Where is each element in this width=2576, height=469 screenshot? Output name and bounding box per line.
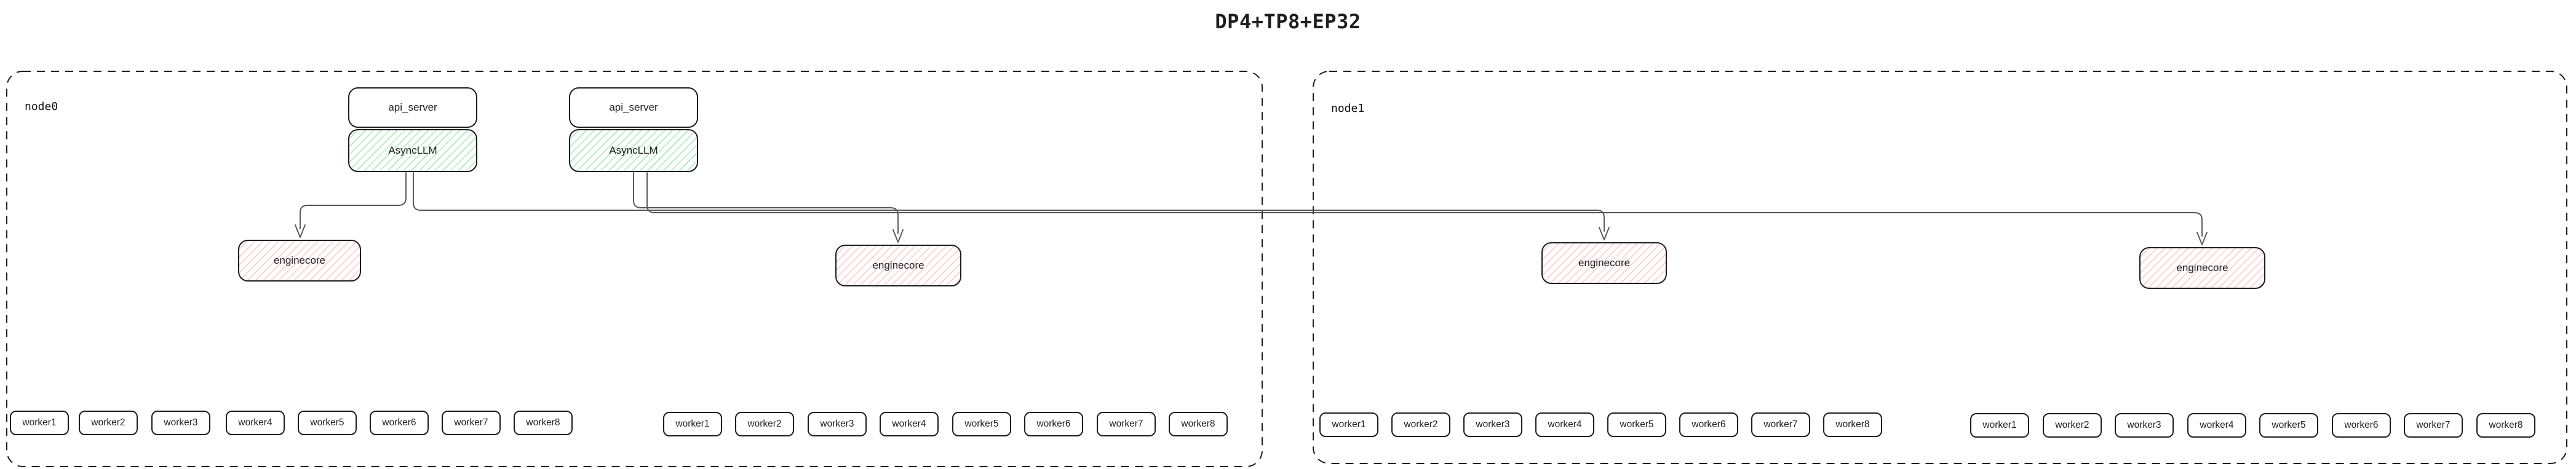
worker-box: worker5 xyxy=(298,411,357,435)
worker-box: worker5 xyxy=(1607,412,1666,437)
worker-box: worker1 xyxy=(663,412,722,436)
connector-asyncllm2-enginecore2 xyxy=(633,172,899,234)
worker-box: worker7 xyxy=(1751,412,1810,437)
worker-box: worker8 xyxy=(1169,412,1228,436)
connector-asyncllm1-enginecore1 xyxy=(300,172,407,229)
arrowhead-enginecore1 xyxy=(295,224,306,238)
arrowhead-enginecore2 xyxy=(892,229,904,243)
arrowhead-enginecore4 xyxy=(2196,232,2208,245)
asyncllm-box-2: AsyncLLM xyxy=(569,129,698,172)
asyncllm-box-1: AsyncLLM xyxy=(348,129,477,172)
worker-box: worker3 xyxy=(808,412,867,436)
worker-box: worker4 xyxy=(2187,413,2246,438)
arrowhead-enginecore3 xyxy=(1599,227,1610,240)
worker-box: worker8 xyxy=(2476,413,2535,438)
worker-box: worker5 xyxy=(952,412,1011,436)
worker-box: worker4 xyxy=(880,412,939,436)
worker-box: worker7 xyxy=(2404,413,2463,438)
worker-box: worker3 xyxy=(2115,413,2174,438)
worker-box: worker2 xyxy=(79,411,138,435)
api-server-box-1: api_server xyxy=(348,87,477,128)
enginecore-box-node0-1: enginecore xyxy=(238,240,361,282)
worker-box: worker6 xyxy=(370,411,429,435)
worker-box: worker8 xyxy=(1823,412,1882,437)
worker-box: worker4 xyxy=(1535,412,1594,437)
worker-box: worker7 xyxy=(1097,412,1156,436)
worker-box: worker3 xyxy=(151,411,210,435)
worker-box: worker2 xyxy=(2043,413,2102,438)
api-server-box-2: api_server xyxy=(569,87,698,128)
connector-asyncllm1-enginecore3 xyxy=(413,172,1605,232)
worker-box: worker1 xyxy=(1970,413,2029,438)
worker-box: worker2 xyxy=(1391,412,1450,437)
worker-box: worker6 xyxy=(2332,413,2391,438)
worker-box: worker2 xyxy=(735,412,794,436)
connector-asyncllm2-enginecore4 xyxy=(646,172,2203,237)
diagram-title: DP4+TP8+EP32 xyxy=(1215,10,1361,33)
enginecore-box-node1-2: enginecore xyxy=(2139,247,2265,289)
worker-box: worker7 xyxy=(442,411,501,435)
worker-box: worker6 xyxy=(1679,412,1738,437)
enginecore-box-node0-2: enginecore xyxy=(835,245,961,286)
worker-box: worker6 xyxy=(1024,412,1083,436)
worker-box: worker5 xyxy=(2259,413,2318,438)
worker-box: worker4 xyxy=(226,411,285,435)
enginecore-box-node1-1: enginecore xyxy=(1541,242,1667,284)
node0-label: node0 xyxy=(25,100,58,113)
node1-container xyxy=(1313,71,2567,464)
worker-box: worker1 xyxy=(1319,412,1378,437)
node1-label: node1 xyxy=(1331,102,1365,115)
worker-box: worker1 xyxy=(10,411,69,435)
worker-box: worker3 xyxy=(1463,412,1522,437)
worker-box: worker8 xyxy=(514,411,573,435)
